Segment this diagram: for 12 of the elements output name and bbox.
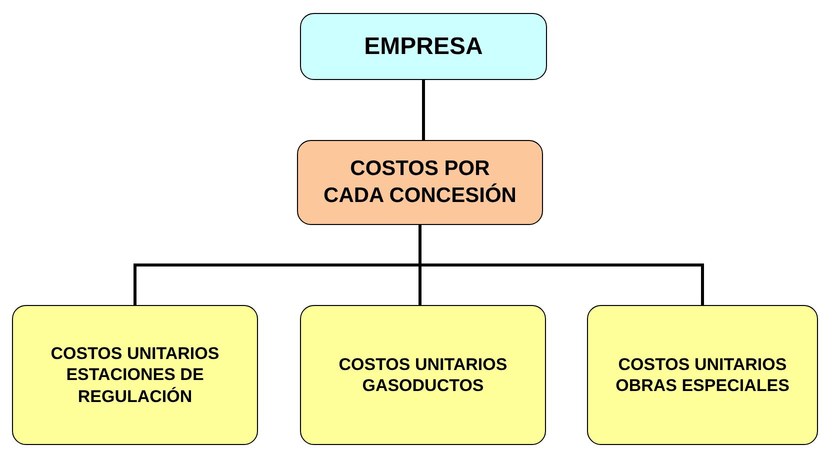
connector-line bbox=[422, 80, 425, 140]
org-box bbox=[300, 13, 547, 80]
connector-line bbox=[418, 225, 704, 305]
box-label: EMPRESA bbox=[364, 32, 483, 62]
box-label: COSTOS UNITARIOS ESTACIONES DE REGULACIÓN bbox=[50, 343, 220, 407]
box-label: COSTOS POR CADA CONCESIÓN bbox=[322, 156, 518, 208]
org-box bbox=[587, 305, 818, 445]
box-label: COSTOS UNITARIOS OBRAS ESPECIALES bbox=[614, 354, 790, 396]
box-label: COSTOS UNITARIOS GASODUCTOS bbox=[338, 354, 508, 396]
org-box bbox=[297, 140, 543, 225]
org-box bbox=[300, 305, 546, 445]
org-box bbox=[12, 305, 258, 445]
